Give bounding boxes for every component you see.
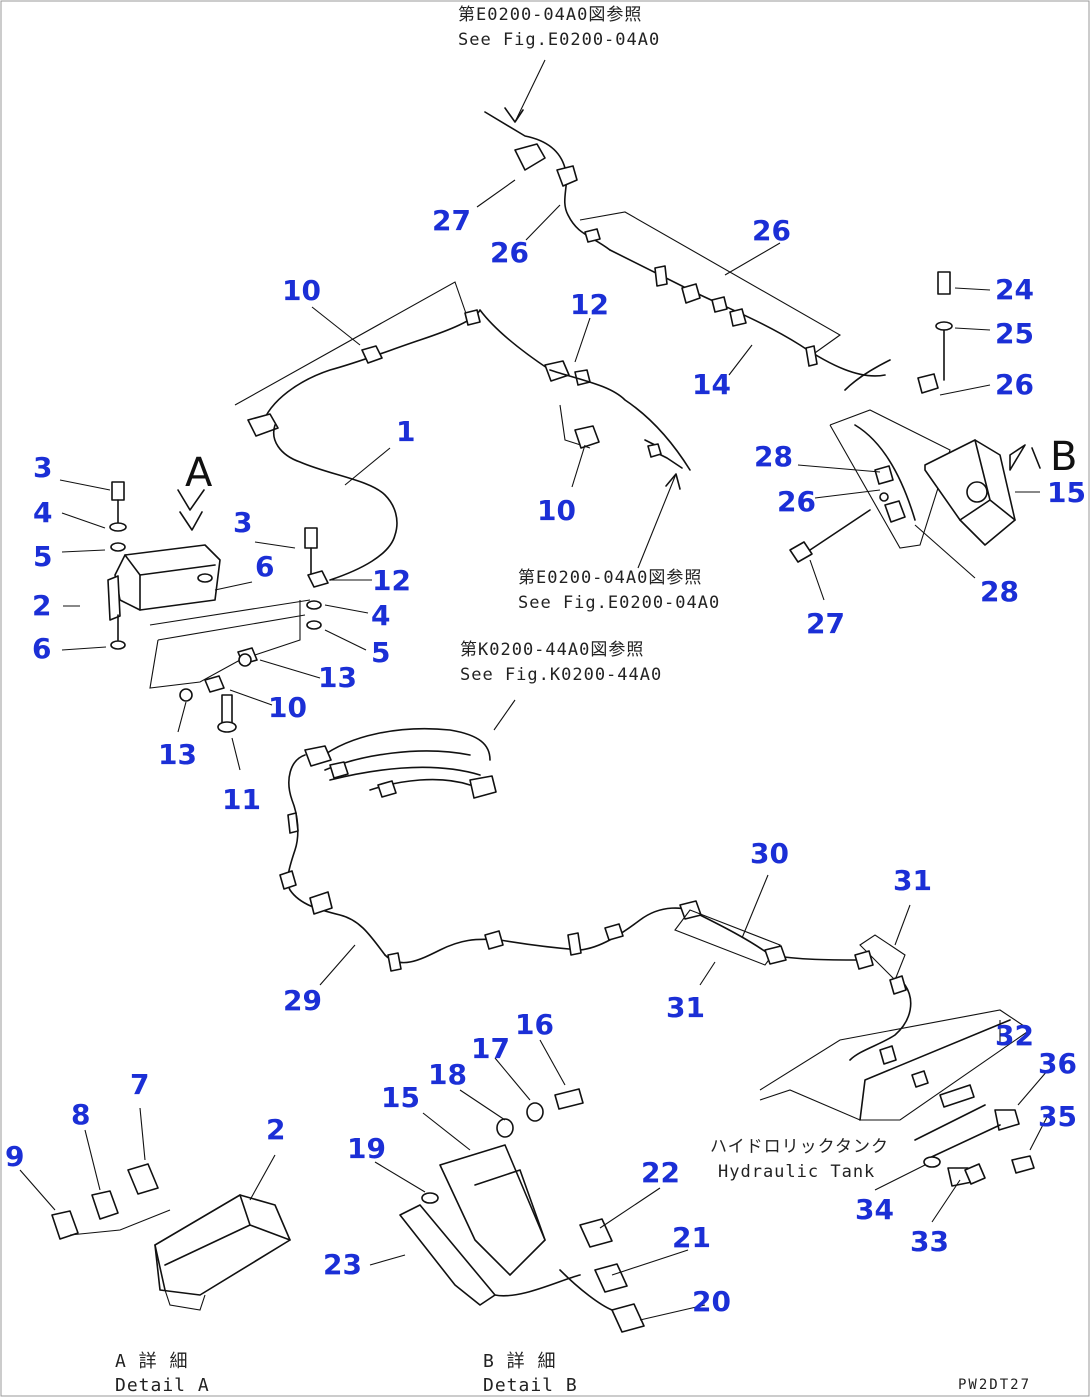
callout-31: 31 [666,991,705,1024]
callout-11: 11 [222,783,261,816]
callout-32: 32 [995,1019,1034,1052]
callout-23: 23 [323,1248,362,1281]
callout-26: 26 [995,368,1034,401]
callout-13: 13 [158,738,197,771]
callout-2: 2 [266,1113,285,1146]
callout-4: 4 [371,599,390,632]
callout-6: 6 [255,550,274,583]
callout-16: 16 [515,1008,554,1041]
callout-26: 26 [752,214,791,247]
callout-10: 10 [282,274,321,307]
callout-8: 8 [71,1098,90,1131]
ref-top-en: See Fig.E0200-04A0 [458,30,660,50]
ref-k-jp: 第K0200-44A0図参照 [460,640,644,660]
callout-19: 19 [347,1132,386,1165]
detail-b-caption-jp: B 詳 細 [483,1351,557,1372]
callouts: 1 2 2 3 3 4 4 5 5 6 6 7 8 9 10 10 10 11 … [5,204,1086,1318]
callout-29: 29 [283,984,322,1017]
callout-33: 33 [910,1225,949,1258]
detail-a-drawing [51,1163,291,1311]
callout-17: 17 [471,1032,510,1065]
upper-left-hose [234,281,691,471]
view-b-letter: B [1050,434,1077,480]
callout-26: 26 [777,485,816,518]
callout-21: 21 [672,1221,711,1254]
tank-label-jp: ハイドロリックタンク [710,1137,889,1157]
callout-22: 22 [641,1156,680,1189]
callout-27: 27 [432,204,471,237]
ref-k-en: See Fig.K0200-44A0 [460,665,662,685]
detail-a-caption-en: Detail A [115,1375,210,1396]
callout-15: 15 [381,1081,420,1114]
callout-2: 2 [32,589,51,622]
callout-35: 35 [1038,1100,1077,1133]
callout-28: 28 [980,575,1019,608]
ref-top-jp: 第E0200-04A0図参照 [458,5,642,25]
mid-ref-arrow [637,473,677,569]
callout-12: 12 [372,564,411,597]
callout-31: 31 [893,864,932,897]
callout-14: 14 [692,368,731,401]
callout-10: 10 [537,494,576,527]
callout-6: 6 [32,632,51,665]
detail-a-caption-jp: A 詳 細 [115,1351,189,1372]
callout-36: 36 [1038,1047,1077,1080]
callout-12: 12 [570,288,609,321]
hose-1 [273,424,398,581]
callout-9: 9 [5,1140,24,1173]
callout-10: 10 [268,691,307,724]
top-hose-assembly [484,59,886,377]
callout-34: 34 [855,1193,894,1226]
detail-b-caption-en: Detail B [483,1375,578,1396]
valve-block-assembly [789,271,1041,563]
ref-mid-jp: 第E0200-04A0図参照 [518,568,702,588]
callout-20: 20 [692,1285,731,1318]
callout-13: 13 [318,661,357,694]
callout-3: 3 [233,506,252,539]
bracket-assembly-a [107,481,329,733]
callout-7: 7 [130,1068,149,1101]
tank-label-en: Hydraulic Tank [718,1162,875,1182]
view-a-letter: A [185,450,213,496]
detail-b-drawing [399,1088,645,1333]
callout-24: 24 [995,273,1034,306]
callout-5: 5 [371,636,390,669]
callout-3: 3 [33,451,52,484]
callout-4: 4 [33,496,52,529]
lower-hose [279,812,912,1061]
drawing-code: PW2DT27 [958,1377,1031,1393]
ref-mid-en: See Fig.E0200-04A0 [518,593,720,613]
callout-5: 5 [33,540,52,573]
callout-30: 30 [750,837,789,870]
callout-27: 27 [806,607,845,640]
callout-15: 15 [1047,476,1086,509]
callout-1: 1 [396,415,415,448]
hydraulic-tank [759,1009,1035,1187]
callout-26: 26 [490,236,529,269]
callout-18: 18 [428,1058,467,1091]
callout-28: 28 [754,440,793,473]
leader-lines [19,179,1049,1321]
callout-25: 25 [995,317,1034,350]
